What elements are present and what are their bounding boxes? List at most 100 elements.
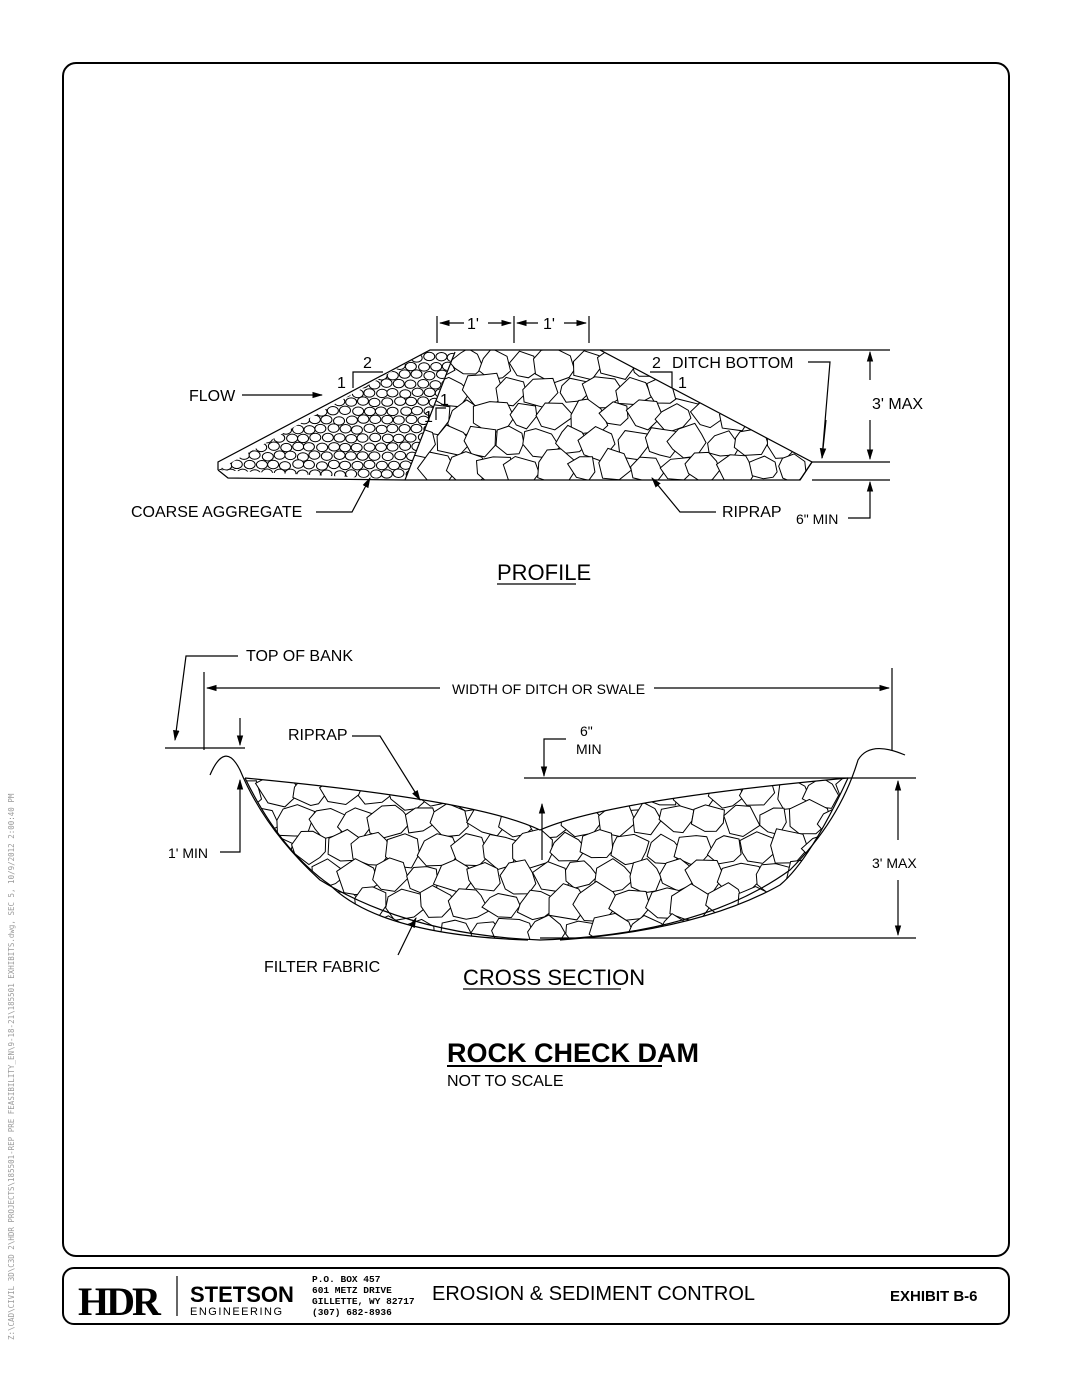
aggregate-particle — [392, 433, 405, 444]
aggregate-particle — [381, 451, 394, 462]
six-inch-label: 6" — [580, 723, 593, 739]
aggregate-particle — [316, 442, 329, 453]
aggregate-particle — [254, 353, 267, 363]
riprap-stone — [689, 399, 725, 429]
aggregate-particle — [392, 468, 405, 478]
aggregate-particle — [218, 442, 231, 452]
aggregate-particle — [400, 406, 413, 416]
riprap-stone — [261, 836, 294, 866]
aggregate-particle — [315, 461, 328, 471]
aggregate-particle — [256, 425, 269, 435]
riprap-stone — [594, 858, 636, 895]
aggregate-particle — [284, 468, 297, 479]
aggregate-particle — [356, 396, 369, 406]
aggregate-particle — [224, 432, 237, 443]
aggregate-particle — [273, 378, 286, 388]
riprap-stone — [608, 889, 651, 921]
riprap-stone — [630, 456, 665, 480]
riprap-stone — [629, 858, 662, 894]
aggregate-particle — [267, 441, 280, 451]
aggregate-particle — [254, 371, 267, 381]
riprap-stone — [271, 861, 310, 891]
aggregate-particle — [291, 389, 304, 399]
aggregate-particle — [290, 371, 303, 381]
riprap-stone — [495, 425, 525, 456]
aggregate-particle — [308, 450, 321, 460]
riprap-stone — [766, 375, 801, 407]
riprap-stone — [690, 804, 725, 832]
aggregate-particle — [267, 407, 280, 417]
aggregate-particle — [328, 442, 341, 452]
aggregate-particle — [255, 442, 268, 453]
riprap-stone — [632, 801, 662, 836]
aggregate-particle — [357, 414, 370, 424]
aggregate-particle — [423, 370, 436, 381]
aggregate-particle — [261, 361, 274, 371]
riprap-stone — [366, 804, 413, 839]
sheet-title: EROSION & SEDIMENT CONTROL — [432, 1283, 755, 1305]
aggregate-particle — [290, 405, 303, 416]
aggregate-particle — [267, 459, 280, 470]
riprap-stone — [800, 831, 848, 866]
hdr-logo-text: HDR — [78, 1279, 162, 1324]
riprap-stone — [495, 376, 527, 407]
aggregate-particle — [338, 405, 351, 416]
aggregate-particle — [308, 469, 321, 479]
aggregate-particle — [218, 370, 231, 380]
aggregate-particle — [363, 406, 376, 417]
aggregate-particle — [386, 370, 399, 381]
aggregate-particle — [297, 397, 310, 407]
aggregate-particle — [404, 361, 417, 372]
aggregate-particle — [410, 369, 423, 379]
aggregate-particle — [350, 442, 363, 453]
aggregate-particle — [303, 351, 316, 362]
riprap-stone — [750, 914, 792, 940]
aggregate-particle — [374, 406, 387, 416]
riprap-stone — [777, 400, 810, 427]
riprap-stone — [416, 451, 457, 480]
aggregate-particle — [404, 433, 417, 443]
drawing-title: ROCK CHECK DAM — [447, 1038, 699, 1068]
aggregate-particle — [369, 432, 382, 443]
aggregate-particle — [230, 351, 243, 362]
aggregate-particle — [339, 442, 352, 453]
aggregate-particle — [236, 378, 249, 389]
riprap-stone — [724, 912, 764, 940]
aggregate-particle — [386, 406, 399, 417]
aggregate-particle — [370, 469, 383, 479]
aggregate-particle — [285, 378, 298, 388]
aggregate-particle — [320, 469, 333, 479]
max-height-label: 3' MAX — [872, 396, 923, 413]
aggregate-particle — [236, 414, 249, 424]
riprap-stone — [516, 889, 557, 921]
hdr-logo: HDR — [78, 1279, 165, 1324]
aggregate-particle — [423, 351, 436, 362]
riprap-stone — [723, 804, 761, 838]
slope-left-run: 2 — [363, 355, 372, 372]
aggregate-particle — [405, 396, 418, 407]
aggregate-particle — [375, 424, 388, 435]
address-line-3: GILLETTE, WY 82717 — [312, 1296, 415, 1307]
riprap-stone — [478, 350, 512, 381]
one-ft-min-label: 1' MIN — [168, 845, 208, 861]
riprap-stone — [739, 831, 776, 864]
aggregate-particle — [435, 351, 448, 362]
aggregate-particle — [363, 388, 376, 398]
riprap-stone — [429, 802, 469, 838]
riprap-stone — [285, 886, 328, 921]
aggregate-particle — [256, 407, 269, 417]
aggregate-particle — [224, 468, 237, 479]
aggregate-particle — [352, 406, 365, 416]
slope-right-run: 2 — [652, 355, 661, 372]
aggregate-particle — [345, 434, 358, 444]
riprap-stone — [684, 451, 721, 480]
aggregate-particle — [321, 379, 334, 390]
aggregate-particle — [398, 369, 411, 379]
slope-left-rise: 1 — [337, 375, 346, 392]
riprap-stone — [659, 456, 693, 480]
riprap-stone — [269, 914, 309, 940]
riprap-stone — [508, 350, 539, 379]
aggregate-particle — [417, 379, 430, 389]
dim-1ft-left: 1' — [467, 316, 479, 333]
riprap-stone — [778, 453, 807, 480]
